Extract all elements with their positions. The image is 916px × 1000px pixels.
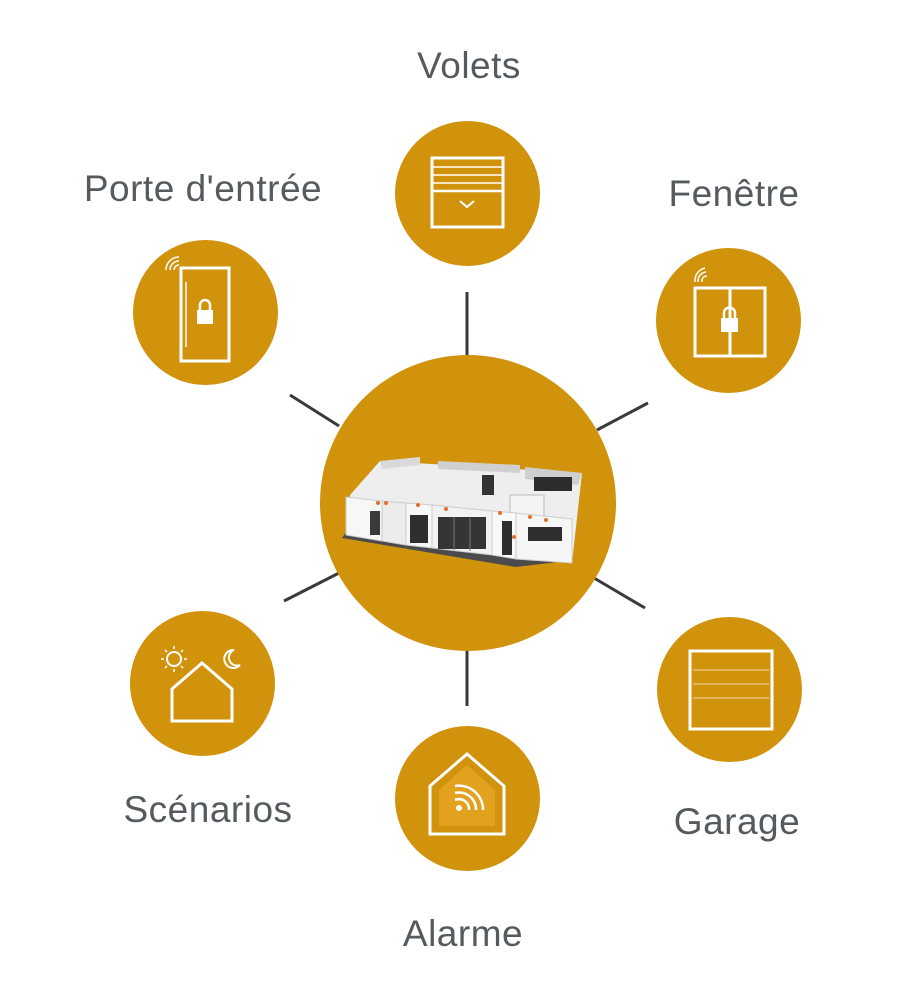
- node-volets[interactable]: [395, 121, 540, 266]
- label-volets: Volets: [417, 45, 521, 86]
- garage-door-icon: [688, 649, 774, 731]
- window-lock-icon: [693, 267, 767, 358]
- label-alarme: Alarme: [402, 913, 524, 954]
- house-3d-illustration: [342, 457, 582, 567]
- node-garage[interactable]: [657, 617, 802, 762]
- label-scenarios: Scénarios: [123, 789, 293, 830]
- connector-garage: [593, 576, 646, 610]
- label-garage: Garage: [673, 801, 801, 842]
- day-night-house-icon: [161, 646, 241, 723]
- central-hub: [320, 355, 616, 651]
- connector-fenetre: [596, 401, 649, 432]
- node-fenetre[interactable]: [656, 248, 801, 393]
- door-lock-icon: [165, 256, 231, 363]
- connector-porte: [289, 393, 340, 428]
- connector-scenarios: [283, 571, 340, 603]
- label-fenetre: Fenêtre: [668, 173, 800, 214]
- node-porte[interactable]: [133, 240, 278, 385]
- label-porte: Porte d'entrée: [83, 168, 323, 209]
- node-alarme[interactable]: [395, 726, 540, 871]
- roller-shutter-icon: [430, 156, 505, 229]
- house-alarm-icon: [428, 752, 506, 836]
- node-scenarios[interactable]: [130, 611, 275, 756]
